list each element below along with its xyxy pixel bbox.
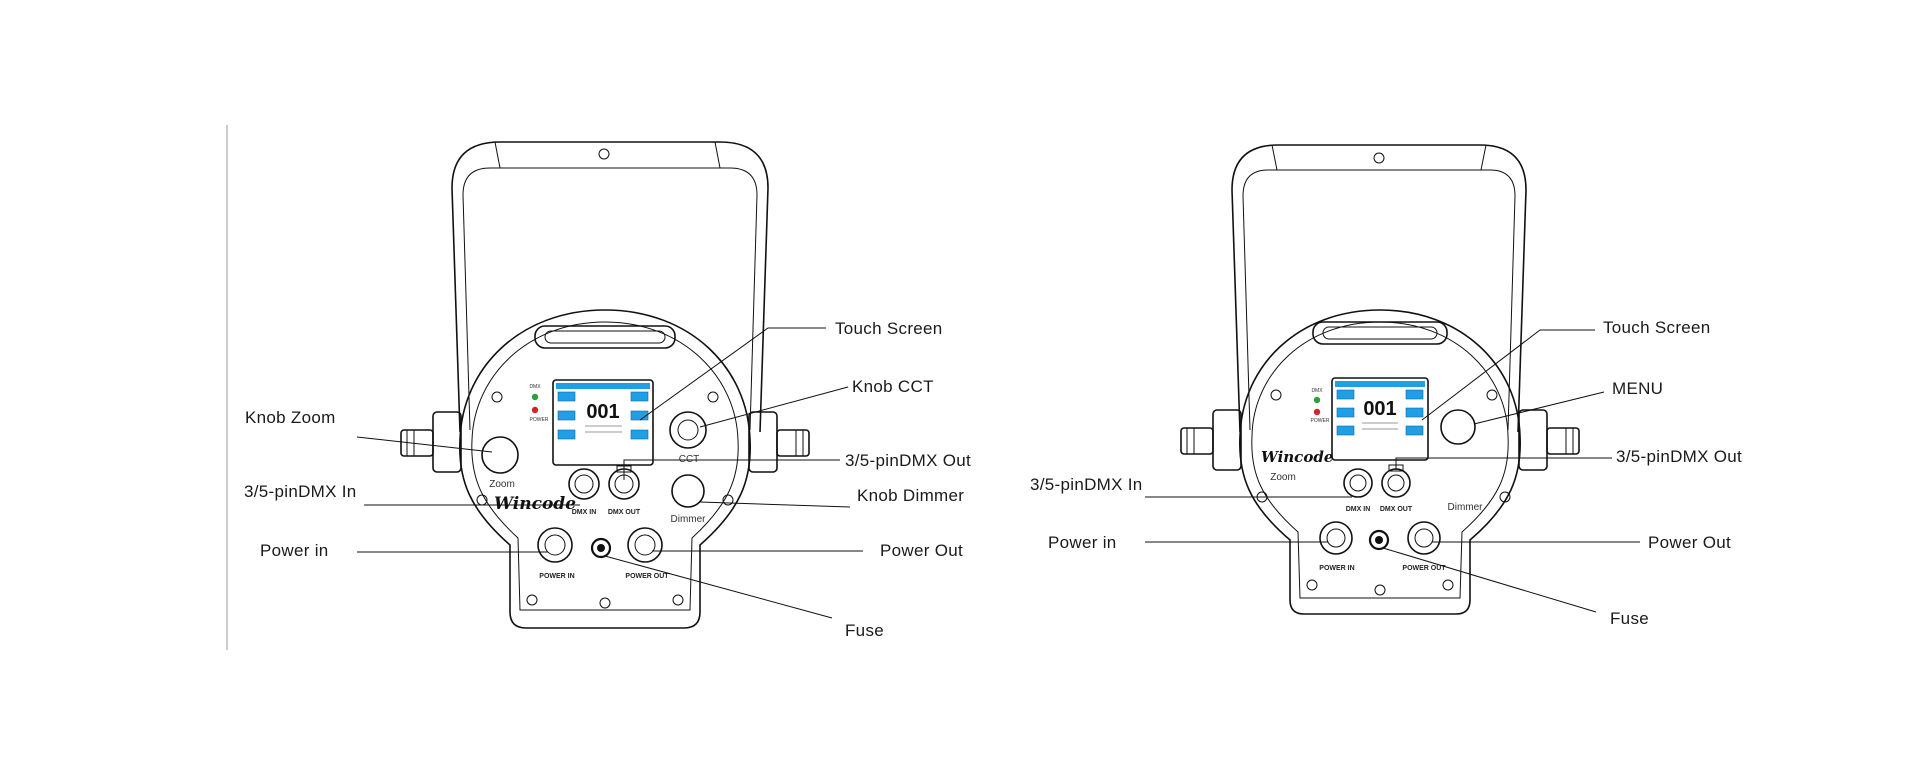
right-power-in-connector[interactable] [1319, 521, 1353, 555]
left-fixture: 001 DMX POWER Zoom CCT Dimmer DMX IN DMX… [400, 141, 810, 629]
left-callout-power-in: Power in [260, 541, 329, 560]
left-yoke-hole [598, 148, 610, 160]
left-dmx-led [531, 393, 539, 401]
left-callout-knob-cct: Knob CCT [852, 377, 934, 396]
right-lock-knob-r [1546, 427, 1580, 455]
right-bracket-l [1212, 409, 1242, 471]
left-dmx-out-label: DMX OUT [608, 509, 641, 516]
left-dmx-led-label: DMX [529, 384, 541, 390]
left-callout-fuse: Fuse [845, 621, 884, 640]
right-callout-lines [1145, 329, 1640, 613]
left-power-in-connector[interactable] [537, 527, 573, 563]
left-lock-knob-r [776, 429, 810, 457]
right-zoom-label: Zoom [1270, 472, 1296, 483]
left-callout-knob-dimmer: Knob Dimmer [857, 486, 964, 505]
right-fixture: 001 DMX POWER Wincode Zoom Dimmer DMX IN… [1180, 144, 1580, 615]
right-screen-value: 001 [1363, 398, 1396, 420]
left-dmx-in-label: DMX IN [572, 509, 597, 516]
left-power-out-connector[interactable] [627, 527, 663, 563]
right-dmx-in-connector[interactable] [1343, 468, 1373, 498]
right-body [1238, 309, 1522, 615]
right-callout-power-out: Power Out [1648, 533, 1731, 552]
right-touch-screen[interactable] [1331, 377, 1429, 461]
left-power-led-label: POWER [530, 417, 549, 423]
right-callout-power-in: Power in [1048, 533, 1117, 552]
left-handle-slot [534, 325, 676, 349]
right-yoke-inner [1242, 169, 1516, 431]
right-callout-touch-screen: Touch Screen [1603, 318, 1711, 337]
left-fuse[interactable] [590, 537, 612, 559]
right-callouts: Touch Screen MENU 3/5-pinDMX Out 3/5-pin… [1030, 318, 1742, 628]
right-power-in-label: POWER IN [1319, 565, 1354, 572]
right-callout-fuse: Fuse [1610, 609, 1649, 628]
right-bracket-r [1518, 409, 1548, 471]
right-callout-menu: MENU [1612, 379, 1663, 398]
left-knob-cct[interactable] [669, 411, 707, 449]
left-power-in-label: POWER IN [539, 573, 574, 580]
left-touch-screen[interactable] [552, 379, 654, 466]
right-body-inner [1251, 321, 1509, 599]
left-knob-zoom[interactable] [481, 436, 519, 474]
right-power-out-connector[interactable] [1407, 521, 1441, 555]
left-dimmer-label: Dimmer [671, 514, 707, 525]
right-power-led [1313, 408, 1321, 416]
left-callout-dmx-out: 3/5-pinDMX Out [845, 451, 971, 470]
right-dmx-out-label: DMX OUT [1380, 506, 1413, 513]
left-power-out-label: POWER OUT [625, 573, 669, 580]
left-power-led [531, 406, 539, 414]
left-brand-logo: Wincode [494, 494, 576, 514]
left-bracket-l [432, 411, 462, 473]
left-lock-knob-l [400, 429, 434, 457]
left-bracket-r [748, 411, 778, 473]
left-screen-value: 001 [586, 401, 619, 423]
right-dmx-in-label: DMX IN [1346, 506, 1371, 513]
right-power-led-label: POWER [1311, 418, 1330, 424]
right-menu-knob[interactable] [1440, 409, 1476, 445]
left-body-inner [471, 321, 739, 611]
right-callout-dmx-in: 3/5-pinDMX In [1030, 475, 1143, 494]
right-dmx-out-connector[interactable] [1381, 468, 1411, 498]
left-callout-power-out: Power Out [880, 541, 963, 560]
right-fuse[interactable] [1368, 529, 1390, 551]
left-callout-lines [356, 327, 863, 619]
right-handle-slot [1312, 321, 1448, 345]
right-power-out-label: POWER OUT [1402, 565, 1446, 572]
left-knob-dimmer[interactable] [671, 474, 705, 508]
left-zoom-label: Zoom [489, 479, 515, 490]
right-dimmer-label: Dimmer [1448, 502, 1484, 513]
left-body [458, 309, 752, 629]
left-yoke [451, 141, 769, 433]
left-callout-touch-screen: Touch Screen [835, 319, 943, 338]
left-callout-knob-zoom: Knob Zoom [245, 408, 336, 427]
right-callout-dmx-out: 3/5-pinDMX Out [1616, 447, 1742, 466]
left-dmx-in-connector[interactable] [568, 468, 600, 500]
right-yoke-hole [1373, 152, 1385, 164]
right-dmx-led-label: DMX [1311, 388, 1323, 394]
right-yoke [1231, 144, 1527, 433]
right-brand-logo: Wincode [1261, 448, 1333, 466]
right-dmx-led [1313, 396, 1321, 404]
right-lock-knob-l [1180, 427, 1214, 455]
left-callouts: Touch Screen Knob CCT Knob Zoom 3/5-pinD… [244, 319, 971, 640]
left-yoke-inner [462, 167, 758, 431]
left-callout-dmx-in: 3/5-pinDMX In [244, 482, 357, 501]
